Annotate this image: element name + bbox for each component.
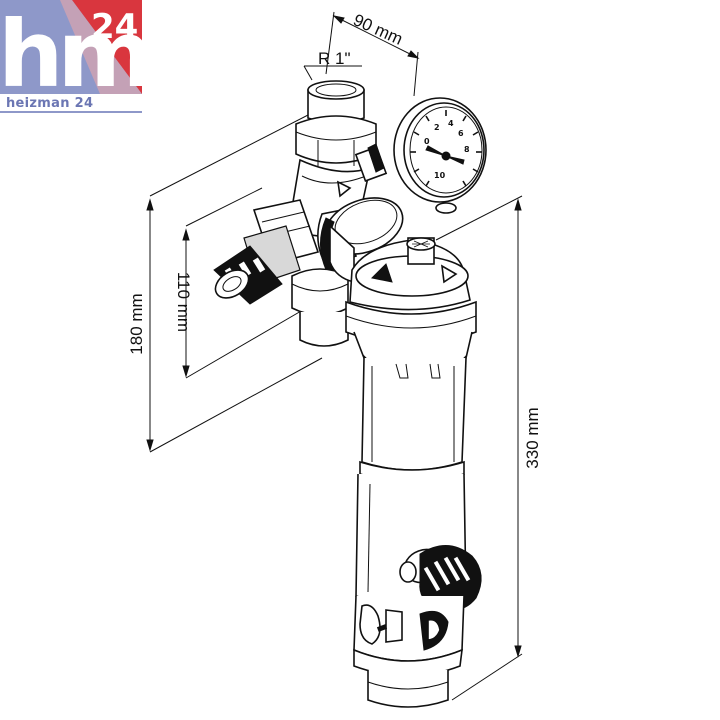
dim-thread-label: R 1" bbox=[318, 49, 351, 68]
dim-height-total-label: 330 mm bbox=[523, 407, 542, 468]
dim-height-inner-label: 110 mm bbox=[174, 272, 193, 332]
filter-head bbox=[329, 224, 477, 368]
svg-text:10: 10 bbox=[434, 171, 446, 180]
flush-valve-knob bbox=[399, 545, 482, 611]
svg-text:0: 0 bbox=[424, 137, 430, 146]
logo-mark-text: hm bbox=[0, 1, 142, 108]
logo-number-text: 24 bbox=[91, 7, 138, 47]
svg-text:6: 6 bbox=[458, 129, 464, 138]
logo-brand-text: heizman 24 bbox=[6, 96, 94, 111]
svg-text:2: 2 bbox=[434, 123, 440, 132]
dimension-lines bbox=[146, 11, 523, 701]
svg-text:8: 8 bbox=[464, 145, 470, 154]
heizman-logo: hm 24 heizman 24 bbox=[0, 0, 153, 114]
filter-bowl bbox=[353, 357, 482, 708]
dim-height-outer-label: 180 mm bbox=[127, 293, 146, 354]
logo-mark-icon: hm 24 bbox=[0, 0, 153, 114]
dim-width-top-label: 90 mm bbox=[350, 10, 405, 48]
pressure-reducer bbox=[213, 199, 320, 305]
svg-text:4: 4 bbox=[448, 119, 454, 128]
